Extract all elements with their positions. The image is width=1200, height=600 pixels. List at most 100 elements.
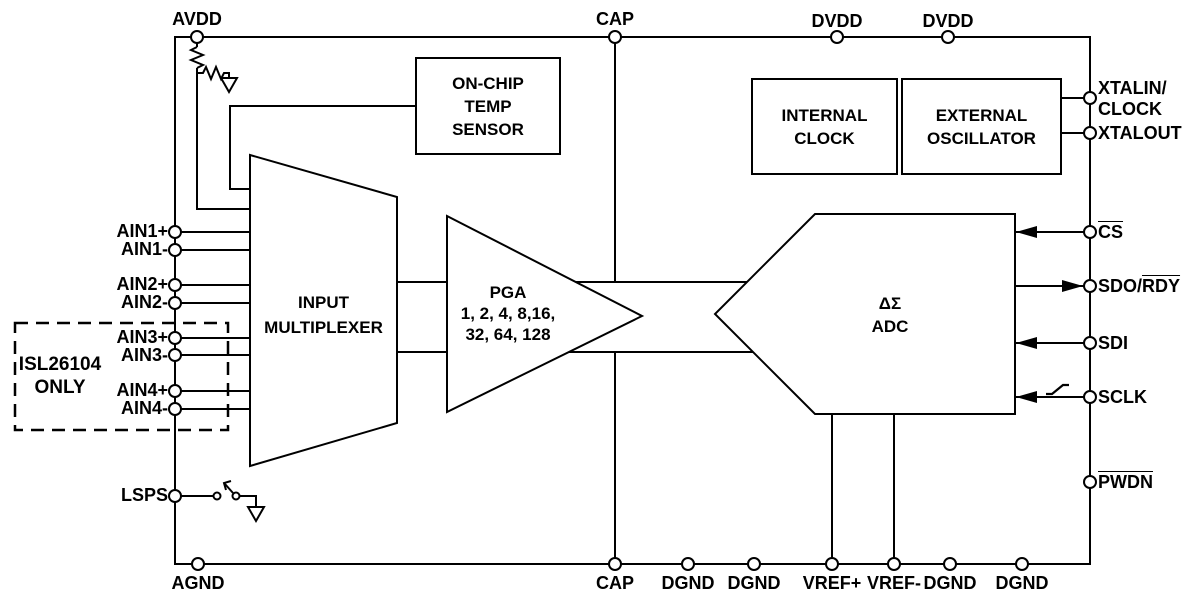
pga-amplifier-shape [446,214,645,414]
pin-label-sdi: SDI [1098,333,1129,353]
ground-icon [219,77,239,95]
temp-sensor-box [415,57,561,155]
switch-arrow-icon [222,480,232,491]
sclk-arrowhead [1016,391,1037,403]
external-oscillator-label-line1: EXTERNAL [935,105,1028,125]
resistor-vertical-icon [188,46,206,69]
sdo-arrowhead [1062,280,1083,292]
pin-circle-sclk [1083,390,1097,404]
pin-circle-pwdn [1083,475,1097,489]
pin-label-ain1p: AIN1+ [116,221,168,241]
pin-circle-avdd [190,30,204,44]
temp-sensor-wire [229,105,416,190]
pin-circle-vrefn [887,557,901,571]
isl26104-only-note: ISL26104 ONLY [10,352,110,400]
pin-circle-sdi [1083,336,1097,350]
pin-label-cs: CS [1098,222,1123,242]
input-multiplexer-label-line2: MULTIPLEXER [264,318,383,337]
pin-circle-cap-bottom [608,557,622,571]
external-oscillator-label-line2: OSCILLATOR [927,128,1036,148]
pin-circle-ain4p [168,384,182,398]
external-oscillator-box [901,78,1062,175]
avdd-to-mux-wire [196,68,250,210]
input-multiplexer-label-line1: INPUT [298,293,349,312]
pin-label-dgnd2: DGND [727,573,781,593]
pin-circle-dgnd3 [943,557,957,571]
pin-label-xtalout: XTALOUT [1098,123,1182,143]
pwdn-overlined-text: PWDN [1098,472,1153,492]
pga-label-line3: 32, 64, 128 [465,324,551,344]
pin-circle-ain3p [168,331,182,345]
pin-circle-vrefp [825,557,839,571]
pin-label-ain4n: AIN4- [120,398,168,418]
pin-label-dgnd1: DGND [661,573,715,593]
input-multiplexer-shape [249,153,398,468]
pin-circle-cs [1083,225,1097,239]
pin-label-avdd: AVDD [172,9,222,29]
internal-clock-label-line2: CLOCK [794,128,855,148]
pin-label-ain2p: AIN2+ [116,274,168,294]
pin-circle-xtalout [1083,126,1097,140]
pin-label-dgnd4: DGND [995,573,1049,593]
pin-label-ain4p: AIN4+ [116,380,168,400]
pin-label-cap-bottom: CAP [595,573,635,593]
sdi-arrowhead [1016,337,1037,349]
pga-label-line1: PGA [489,282,527,302]
adc-label-line1: ΔΣ [878,294,902,313]
input-multiplexer-label: INPUT MULTIPLEXER [250,290,397,340]
pin-label-lsps: LSPS [120,485,168,505]
switch-lever [224,483,234,494]
pga-label-line2: 1, 2, 4, 8,16, [460,303,556,323]
pin-label-xtalin-line2: CLOCK [1098,99,1162,119]
pin-label-vref-plus: VREF+ [802,573,862,593]
pin-circle-ain3n [168,348,182,362]
pin-label-agnd: AGND [171,573,225,593]
pin-circle-dgnd1 [681,557,695,571]
pin-circle-ain2p [168,278,182,292]
cs-arrowhead [1016,226,1037,238]
switch-contact-left [212,491,222,501]
pin-label-ain3n: AIN3- [120,345,168,365]
pin-label-sdo-rdy: SDO/RDY [1098,276,1180,296]
isl26104-only-dashed-box [13,321,230,432]
internal-clock-box [751,78,898,175]
pga-label: PGA 1, 2, 4, 8,16, 32, 64, 128 [430,282,586,344]
pin-label-xtalin-line1: XTALIN/ [1098,78,1167,98]
switch-to-ground-wire [239,495,257,507]
isl26104-only-note-line1: ISL26104 [18,354,102,375]
resistor-horizontal-icon [197,64,230,82]
sdo-plain-text: SDO/ [1098,276,1143,296]
external-oscillator-label: EXTERNAL OSCILLATOR [902,79,1061,174]
rdy-overlined-text: RDY [1142,276,1181,296]
internal-clock-label-line1: INTERNAL [781,105,868,125]
pin-circle-dvdd1 [830,30,844,44]
pin-circle-ain4n [168,402,182,416]
pin-label-ain1n: AIN1- [120,239,168,259]
temp-sensor-label-line1: ON-CHIP [452,73,524,93]
pin-label-pwdn: PWDN [1098,472,1153,492]
pin-circle-ain1n [168,243,182,257]
pin-label-ain3p: AIN3+ [116,327,168,347]
internal-clock-label: INTERNAL CLOCK [752,79,897,174]
temp-sensor-label-line2: TEMP [464,96,512,116]
pin-circle-cap-top [608,30,622,44]
pin-circle-lsps [168,489,182,503]
pin-label-cap-top: CAP [595,9,635,29]
temp-sensor-label-line3: SENSOR [452,119,524,139]
pin-circle-dgnd2 [747,557,761,571]
pin-label-vref-minus: VREF- [867,573,921,593]
isl26104-only-note-line2: ONLY [34,377,86,398]
pin-circle-dgnd4 [1015,557,1029,571]
pin-label-dvdd1: DVDD [811,11,863,31]
pin-circle-sdo [1083,279,1097,293]
pin-circle-ain2n [168,296,182,310]
pin-label-dgnd3: DGND [923,573,977,593]
pin-circle-xtalin [1083,91,1097,105]
adc-shape [713,213,1016,415]
cs-overlined-text: CS [1098,222,1124,242]
schmitt-trigger-icon [1046,383,1069,396]
adc-label-line2: ADC [871,317,909,336]
switch-contact-right [231,491,241,501]
pin-circle-ain1p [168,225,182,239]
